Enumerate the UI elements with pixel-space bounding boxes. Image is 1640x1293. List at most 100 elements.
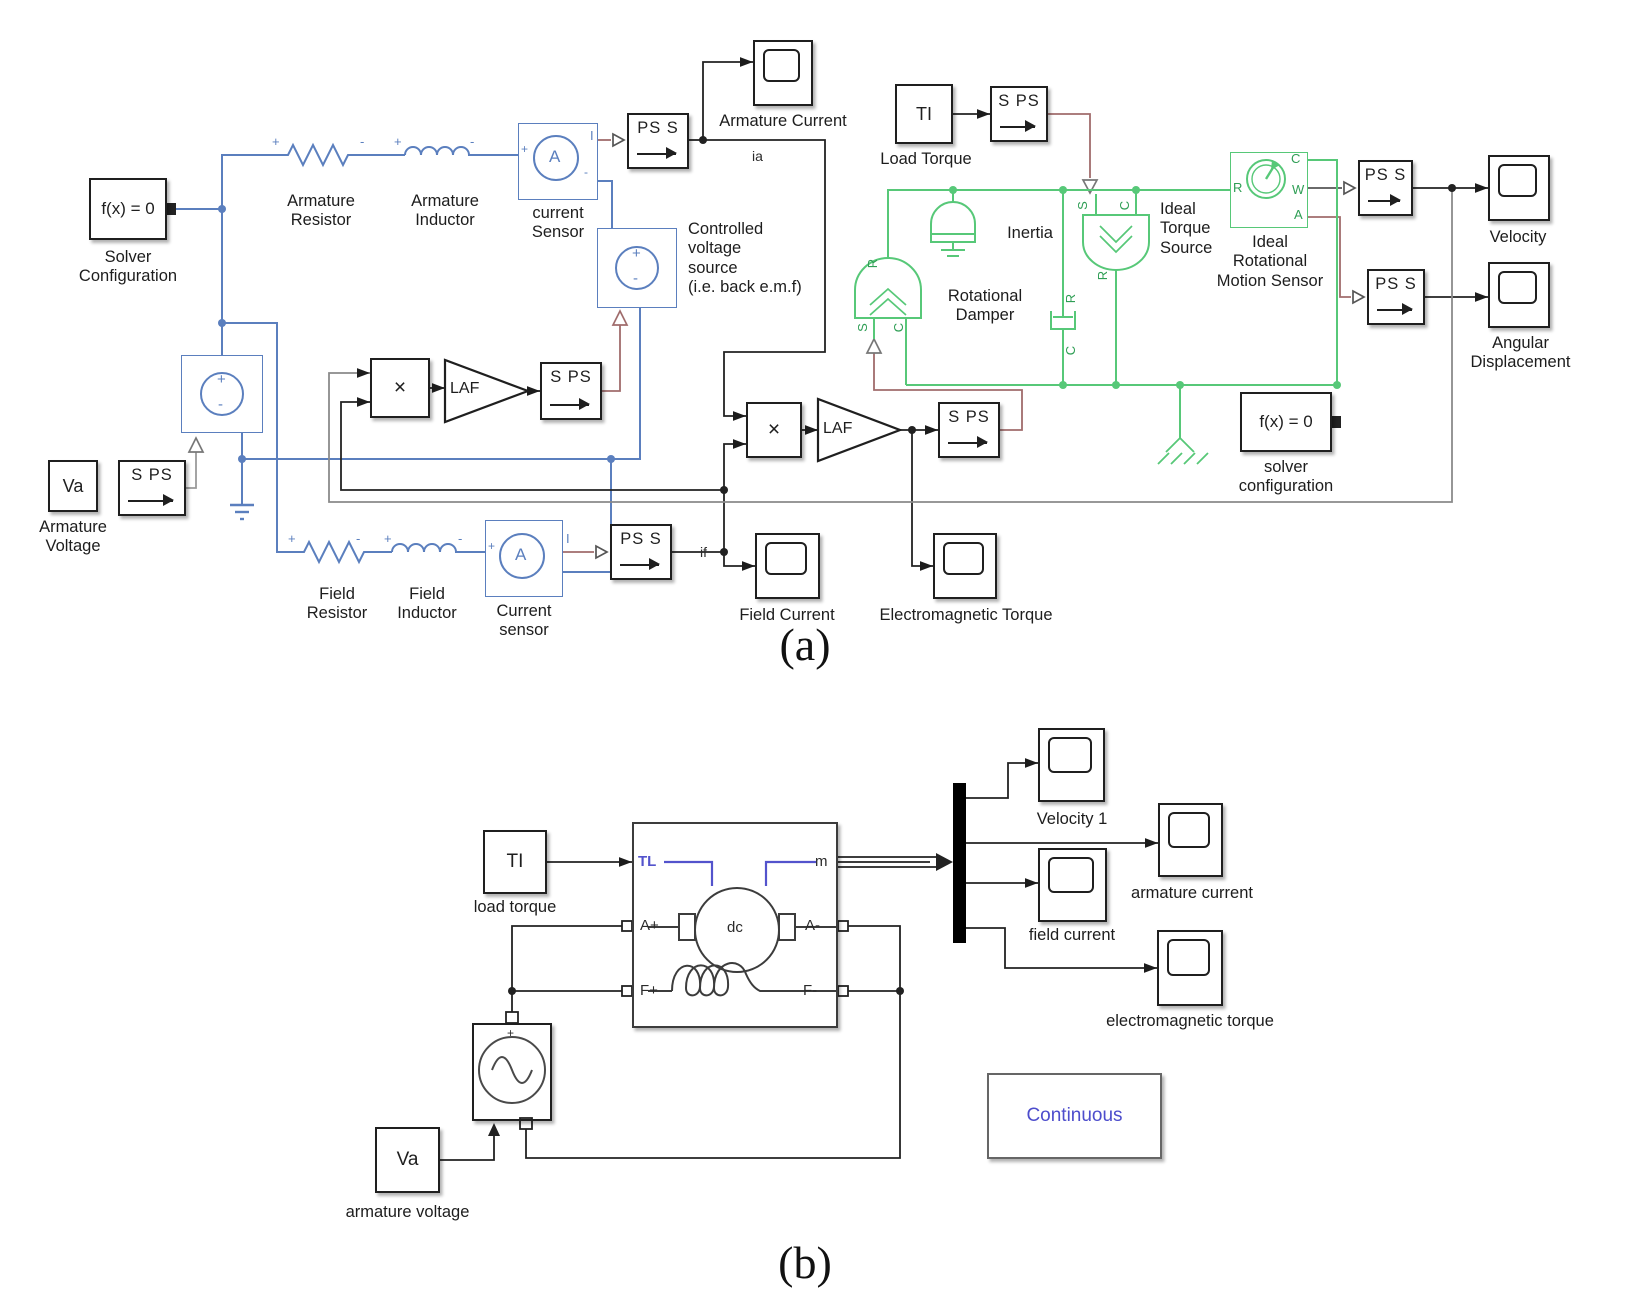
plus-sign: + [288, 531, 296, 546]
electrical-ground-icon [230, 503, 254, 521]
ps-simulink-converter-velocity[interactable]: PS S [1358, 160, 1413, 216]
armature-current-scope-b[interactable] [1158, 803, 1223, 877]
solver-configuration-block[interactable]: f(x) = 0 [89, 178, 167, 240]
velocity1-label: Velocity 1 [1036, 810, 1108, 828]
plus-sign: + [507, 1026, 515, 1040]
scope-screen-icon [1048, 737, 1092, 774]
armature-voltage-block[interactable]: Va [48, 460, 98, 512]
angular-displacement-scope[interactable] [1488, 262, 1550, 328]
ps-simulink-converter-ia[interactable]: PS S [627, 113, 689, 169]
field-resistor-symbol [296, 539, 392, 565]
ac-voltage-source-block[interactable] [472, 1023, 552, 1121]
rotational-motion-sensor-block[interactable] [1230, 152, 1308, 228]
scope-screen-icon [943, 542, 984, 575]
ps-simulink-converter-angle[interactable]: PS S [1367, 269, 1425, 325]
converter-arrow-icon [128, 493, 174, 507]
minus-sign: - [470, 134, 475, 149]
load-torque-block-b[interactable]: TI [483, 830, 547, 894]
rotational-sensor-gauge-icon [1246, 159, 1286, 199]
field-current-sensor-block[interactable] [485, 520, 563, 597]
machine-dc-label: dc [727, 919, 743, 936]
rotational-spring-damper-icon [1050, 311, 1076, 385]
voltage-source-circle [200, 372, 244, 416]
back-emf-source-block[interactable] [597, 228, 677, 308]
torque-source-r-port: R [1095, 270, 1111, 281]
mechanical-wires [854, 159, 1341, 465]
ammeter-a-glyph: A [515, 545, 527, 564]
armature-current-scope[interactable] [753, 40, 813, 106]
ideal-torque-source-label: Ideal Torque Source [1160, 200, 1213, 257]
armature-current-sensor-block[interactable] [518, 123, 598, 200]
em-torque-scope[interactable] [933, 533, 997, 599]
damper-c-port: C [891, 322, 907, 333]
product-block-torque[interactable]: × [746, 402, 802, 458]
solver-configuration-label: Solver Configuration [78, 248, 178, 286]
velocity-scope[interactable] [1488, 155, 1550, 221]
plus-sign: + [521, 142, 529, 156]
simulink-ps-converter-torque[interactable]: S PS [938, 402, 1000, 458]
em-torque-scope-b[interactable] [1157, 930, 1223, 1006]
em-torque-scope-label: Electromagnetic Torque [879, 606, 1053, 624]
simulink-ps-converter-load[interactable]: S PS [990, 86, 1048, 142]
armature-current-scope-label: Armature Current [719, 112, 847, 130]
plus-sign: + [384, 531, 392, 546]
sensor-r-port: R [1233, 180, 1243, 195]
converter-arrow-icon [620, 557, 660, 571]
gain-laf1-label: LAF [450, 380, 480, 397]
converter-arrow-icon [1377, 302, 1413, 316]
converter-arrow-icon [550, 397, 590, 411]
damper-r-port: R [865, 258, 881, 269]
motion-sensor-label: Ideal Rotational Motion Sensor [1216, 233, 1324, 290]
product-block-emf[interactable]: × [370, 358, 430, 418]
simulink-ps-converter-va[interactable]: S PS [118, 460, 186, 516]
minus-sign: - [584, 165, 588, 179]
ammeter-a-glyph: A [549, 147, 561, 166]
plus-sign: + [632, 245, 641, 262]
mechanical-ground-icon [1157, 436, 1209, 465]
bemf-source-circle [615, 246, 659, 290]
ia-wire-label: ia [752, 148, 763, 164]
continuous-powergui-block[interactable]: Continuous [987, 1073, 1162, 1159]
physical-port-triangles [187, 132, 1366, 560]
minus-sign: - [218, 396, 223, 413]
scope-screen-icon [1498, 164, 1537, 197]
armature-circuit-wires [168, 135, 659, 579]
demux-bar[interactable] [953, 783, 966, 943]
armature-voltage-block-b[interactable]: Va [375, 1127, 440, 1193]
solver-configuration-right-label: solver configuration [1238, 458, 1334, 496]
gain-laf2-label: LAF [823, 420, 853, 437]
inertia-icon [930, 201, 976, 257]
controlled-voltage-source-block[interactable] [181, 355, 263, 433]
machine-f-minus-port: F- [803, 982, 818, 999]
angular-displacement-label: Angular Displacement [1470, 334, 1571, 372]
field-current-scope-b[interactable] [1038, 848, 1107, 922]
spring-r-port: R [1063, 293, 1079, 304]
armature-inductor-symbol [404, 146, 518, 156]
armature-resistor-symbol [280, 142, 405, 168]
simulink-ps-converter-emf[interactable]: S PS [540, 362, 602, 420]
field-current-scope[interactable] [755, 533, 820, 599]
solver-configuration-block-right[interactable]: f(x) = 0 [1240, 392, 1332, 452]
dc-machine-block[interactable] [632, 822, 838, 1028]
converter-arrow-icon [637, 146, 677, 160]
velocity1-scope[interactable] [1038, 728, 1105, 802]
inertia-label: Inertia [1007, 224, 1053, 242]
armature-inductor-label: Armature Inductor [411, 192, 479, 230]
if-wire-label: if [700, 544, 707, 560]
minus-sign: - [360, 134, 365, 149]
machine-a-minus-port: A- [805, 917, 820, 934]
sensor-a-port: A [1294, 207, 1303, 222]
scope-screen-icon [1498, 271, 1537, 304]
figure-caption-a: (a) [779, 619, 831, 670]
converter-arrow-icon [1000, 119, 1036, 133]
field-current-scope-label: Field Current [739, 606, 835, 624]
ps-simulink-converter-if[interactable]: PS S [610, 524, 672, 580]
armature-resistor-label: Armature Resistor [287, 192, 355, 230]
damper-bell-icon [854, 257, 922, 319]
machine-tl-port: TL [638, 853, 657, 870]
scope-screen-icon [1167, 939, 1210, 977]
field-winding-coil [671, 962, 838, 997]
load-torque-block[interactable]: TI [895, 84, 953, 144]
current-port-label: I [566, 531, 570, 546]
